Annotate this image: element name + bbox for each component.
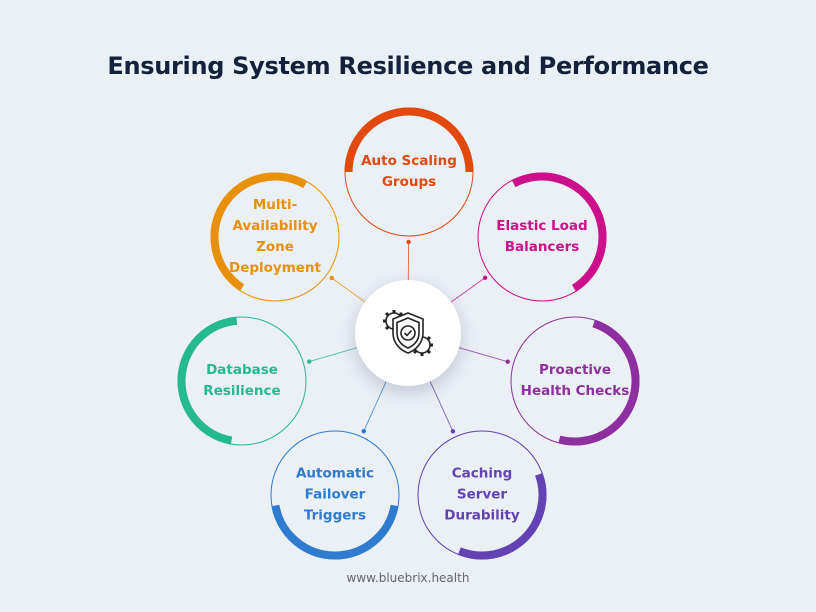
connector-line-elastic-load-balancers: [450, 277, 486, 303]
connector-line-proactive-health-checks: [458, 347, 508, 363]
node-arc-auto-scaling: [344, 107, 474, 173]
connector-line-caching-server-durability: [429, 381, 454, 432]
node-arc-proactive-health-checks: [558, 319, 640, 446]
connector-dot-proactive-health-checks: [505, 359, 510, 364]
shield-check-gears-icon: [383, 310, 433, 356]
page-title: Ensuring System Resilience and Performan…: [107, 52, 709, 80]
connector-line-database-resilience: [309, 347, 358, 362]
connector-dot-multi-az-deployment: [329, 275, 334, 281]
connector-dot-auto-scaling: [406, 239, 411, 245]
node-arc-database-resilience: [177, 316, 238, 445]
connector-dot-caching-server-durability: [450, 429, 456, 434]
node-arc-multi-az-deployment: [210, 172, 308, 292]
connector-dot-database-resilience: [307, 359, 312, 364]
connector-line-multi-az-deployment: [331, 277, 366, 303]
node-arc-automatic-failover-triggers: [271, 504, 399, 560]
center-hub: [355, 280, 461, 386]
connector-dot-automatic-failover-triggers: [361, 428, 366, 434]
connector-dot-elastic-load-balancers: [482, 275, 488, 280]
node-arc-caching-server-durability: [457, 472, 547, 560]
node-arc-elastic-load-balancers: [511, 172, 607, 292]
footer-url: www.bluebrix.health: [346, 571, 470, 585]
connector-line-automatic-failover-triggers: [363, 381, 387, 432]
